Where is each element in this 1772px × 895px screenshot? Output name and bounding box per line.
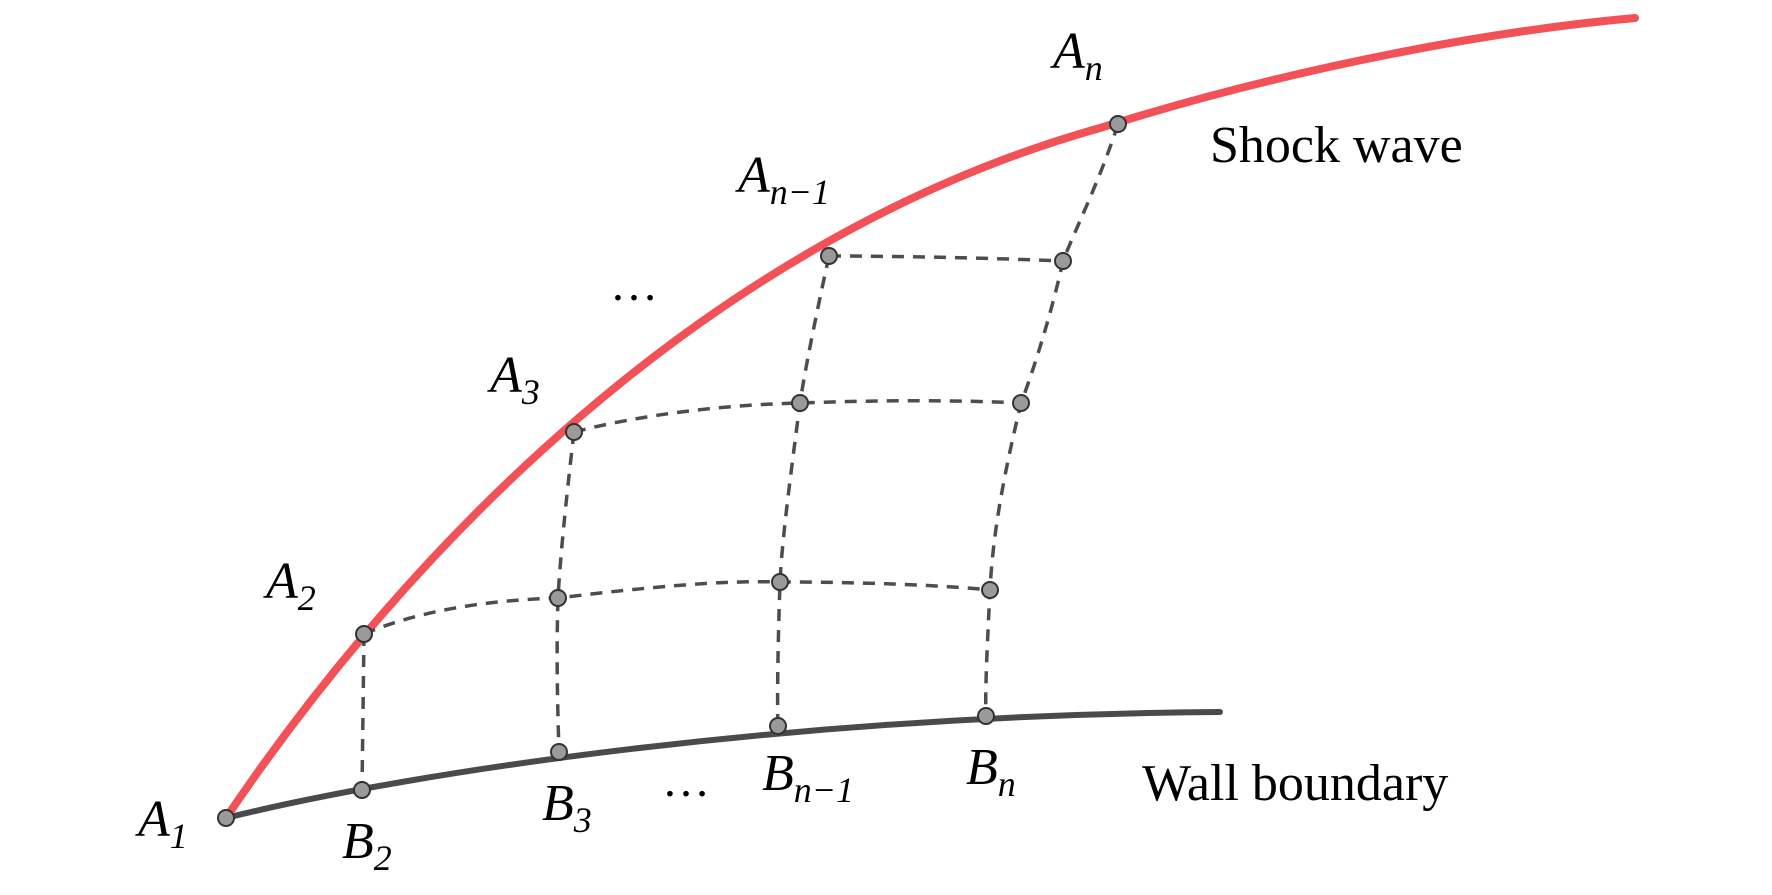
node-inner-r2-cn bbox=[981, 581, 999, 599]
node-B2 bbox=[353, 781, 371, 799]
ellipsis-top: … bbox=[610, 258, 658, 311]
label-An: An bbox=[1050, 23, 1103, 88]
wall-boundary-label: Wall boundary bbox=[1142, 755, 1448, 812]
label-B3-main: B bbox=[542, 775, 574, 832]
label-An1: An−1 bbox=[735, 147, 830, 212]
node-inner-r2-cn1 bbox=[771, 573, 789, 591]
mesh-line-row-2 bbox=[363, 579, 991, 636]
mesh-line-row-3 bbox=[573, 399, 1022, 434]
label-An-sub: n bbox=[1085, 48, 1103, 88]
label-A3: A3 bbox=[487, 347, 540, 412]
label-B2: B2 bbox=[342, 813, 392, 878]
label-Bn1: Bn−1 bbox=[762, 745, 854, 810]
label-A2-main: A bbox=[263, 553, 298, 610]
label-Bn1-sub: n−1 bbox=[794, 770, 854, 810]
label-A3-main: A bbox=[487, 347, 522, 404]
label-A1: A1 bbox=[135, 791, 188, 856]
label-Bn1-main: B bbox=[762, 745, 794, 802]
label-B3-sub: 3 bbox=[573, 800, 592, 840]
mesh-lines bbox=[360, 123, 1120, 791]
shock-wave-label: Shock wave bbox=[1210, 117, 1463, 174]
label-B3: B3 bbox=[542, 775, 592, 840]
mesh-line-row-n1 bbox=[828, 254, 1064, 263]
node-inner-rn1-cn bbox=[1054, 252, 1072, 270]
ellipsis-bottom: … bbox=[662, 754, 710, 807]
node-Bn bbox=[977, 707, 995, 725]
node-B3 bbox=[550, 743, 568, 761]
label-Bn: Bn bbox=[966, 739, 1016, 804]
label-B2-main: B bbox=[342, 813, 374, 870]
label-An-main: A bbox=[1050, 23, 1085, 80]
node-inner-r3-cn1 bbox=[791, 394, 809, 412]
mesh-line-col-n1 bbox=[775, 255, 831, 727]
node-A1 bbox=[217, 809, 235, 827]
label-An1-main: A bbox=[735, 147, 770, 204]
label-B2-sub: 2 bbox=[374, 838, 392, 878]
node-An bbox=[1109, 115, 1127, 133]
label-Bn-main: B bbox=[966, 739, 998, 796]
node-An1 bbox=[820, 247, 838, 265]
shock-wave-curve bbox=[222, 14, 1639, 822]
node-inner-r2-c3 bbox=[549, 589, 567, 607]
label-A2: A2 bbox=[263, 553, 316, 618]
label-Bn-sub: n bbox=[998, 764, 1016, 804]
node-A3 bbox=[565, 423, 583, 441]
label-An1-sub: n−1 bbox=[770, 172, 830, 212]
node-inner-r3-cn bbox=[1012, 394, 1030, 412]
label-A1-main: A bbox=[135, 791, 170, 848]
label-A1-sub: 1 bbox=[170, 816, 188, 856]
label-A3-sub: 3 bbox=[521, 372, 540, 412]
mesh-line-col-n bbox=[983, 123, 1120, 717]
node-A2 bbox=[355, 625, 373, 643]
mesh-line-col-2 bbox=[360, 633, 366, 791]
node-Bn1 bbox=[769, 717, 787, 735]
label-A2-sub: 2 bbox=[298, 578, 316, 618]
mesh-nodes bbox=[217, 115, 1127, 827]
mesh-line-col-3 bbox=[555, 431, 576, 753]
wall-boundary-curve bbox=[223, 709, 1223, 821]
